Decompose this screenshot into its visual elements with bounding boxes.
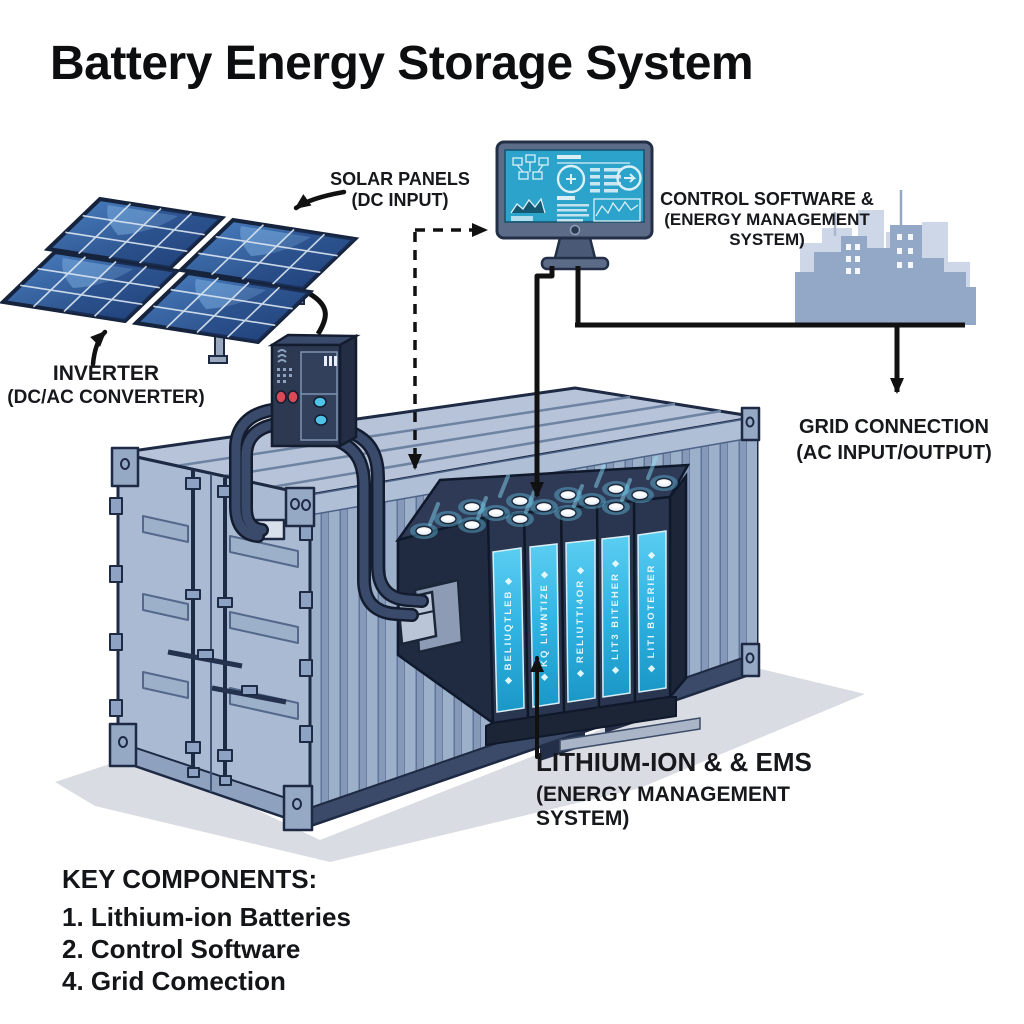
solar-array <box>1 197 357 364</box>
page-title: Battery Energy Storage System <box>50 37 754 90</box>
inverter-label-line1: INVERTER <box>52 362 160 385</box>
inverter-callout-arrow <box>90 329 108 367</box>
inverter-red-indicator <box>275 390 287 404</box>
power-cables <box>229 403 429 622</box>
solar-callout-arrow <box>293 189 347 211</box>
inverter-unit <box>267 291 361 449</box>
battery-cell-label: ◆ LITI BOTERIER ◆ <box>646 550 657 673</box>
battery-cell-label: ◆ RELIUTTI4OR ◆ <box>575 565 586 677</box>
lithium-ion-label-line1: LITHIUM-ION & & EMS <box>536 747 812 777</box>
inverter-label-line2: (DC/AC CONVERTER) <box>7 386 205 408</box>
solar-panels-label-line1: SOLAR PANELS <box>330 169 470 189</box>
city-skyline <box>795 190 976 325</box>
monitor-power-button <box>569 224 581 236</box>
key-components-list: KEY COMPONENTS: 1. Lithium-ion Batteries… <box>62 864 422 997</box>
control-software-label-line1: CONTROL SOFTWARE & <box>660 189 874 209</box>
control-software-label-line2: (ENERGY MANAGEMENT SYSTEM) <box>664 210 870 250</box>
inverter-label: INVERTER (DC/AC CONVERTER) <box>0 362 212 409</box>
inverter-cyan-indicator <box>313 396 327 408</box>
key-components-heading: KEY COMPONENTS: <box>62 864 318 894</box>
control-monitor <box>495 140 654 271</box>
lithium-ion-label: LITHIUM-ION & & EMS (ENERGY MANAGEMENT S… <box>536 747 866 832</box>
battery-cell-label: ◆ BELIUQTLEB ◆ <box>503 576 514 685</box>
battery-cell-label: ◆ KQ LIWNTIZE ◆ <box>539 569 550 681</box>
grid-connection-label-line2: (AC INPUT/OUTPUT) <box>796 442 992 464</box>
key-component-item: 4. Grid Comection <box>62 966 286 996</box>
inverter-red-indicator <box>287 390 299 404</box>
key-component-item: 1. Lithium-ion Batteries <box>62 902 351 932</box>
solar-panels-label: SOLAR PANELS (DC INPUT) <box>300 169 500 211</box>
inverter-cyan-indicator <box>314 414 328 426</box>
control-software-label: CONTROL SOFTWARE & (ENERGY MANAGEMENT SY… <box>634 189 900 250</box>
solar-panels-label-line2: (DC INPUT) <box>351 190 449 211</box>
grid-connection-label-line1: GRID CONNECTION <box>799 416 989 438</box>
key-component-item: 2. Control Software <box>62 934 301 964</box>
callout-arrows <box>90 189 544 759</box>
battery-cell-label: ◆ LIT3 BITEHER ◆ <box>610 558 621 674</box>
grid-connection-label: GRID CONNECTION (AC INPUT/OUTPUT) <box>772 414 1016 466</box>
dashboard-graphics <box>510 154 642 222</box>
dc-flow-dashed-arrows <box>408 223 488 470</box>
door-lock-rods <box>167 470 287 786</box>
lithium-ion-label-line2: (ENERGY MANAGEMENT SYSTEM) <box>536 782 790 831</box>
connection-wires <box>530 266 965 498</box>
